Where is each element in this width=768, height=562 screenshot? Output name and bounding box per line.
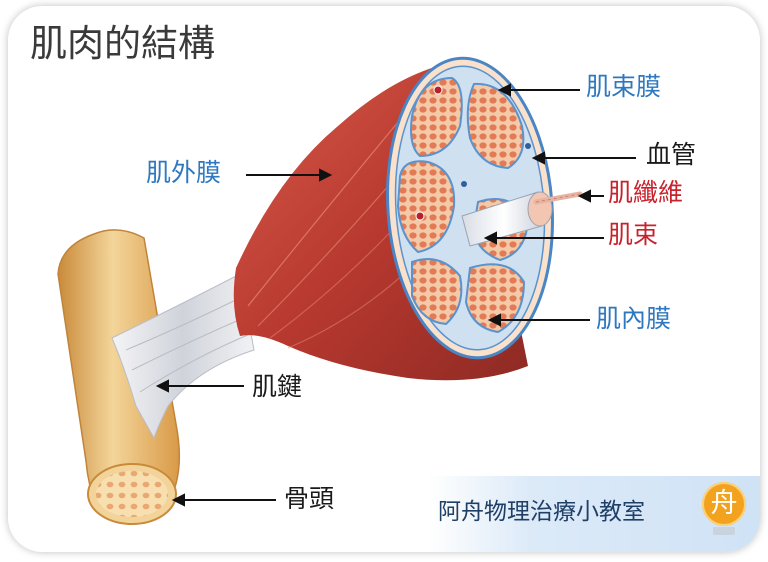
label-fascicle: 肌束 [608,220,659,249]
boat-logo-icon: 舟 [702,482,746,526]
label-blood-vessel: 血管 [646,140,697,169]
label-tendon: 肌鍵 [252,372,303,401]
logo-base [713,527,735,535]
muscle-cross-section [386,56,583,360]
label-epimysium: 肌外膜 [146,158,222,187]
label-endomysium: 肌內膜 [596,304,672,333]
label-fascicle-membrane: 肌束膜 [586,72,662,101]
leader-lines [155,83,636,507]
label-muscle-fiber: 肌纖維 [608,178,684,207]
diagram-card [8,6,760,552]
watermark-text: 阿舟物理治療小教室 [438,499,645,525]
bone [57,229,181,525]
tendon [111,273,255,440]
muscle-illustration [57,56,636,525]
label-bone: 骨頭 [284,484,335,513]
diagram-title: 肌肉的結構 [30,22,215,65]
